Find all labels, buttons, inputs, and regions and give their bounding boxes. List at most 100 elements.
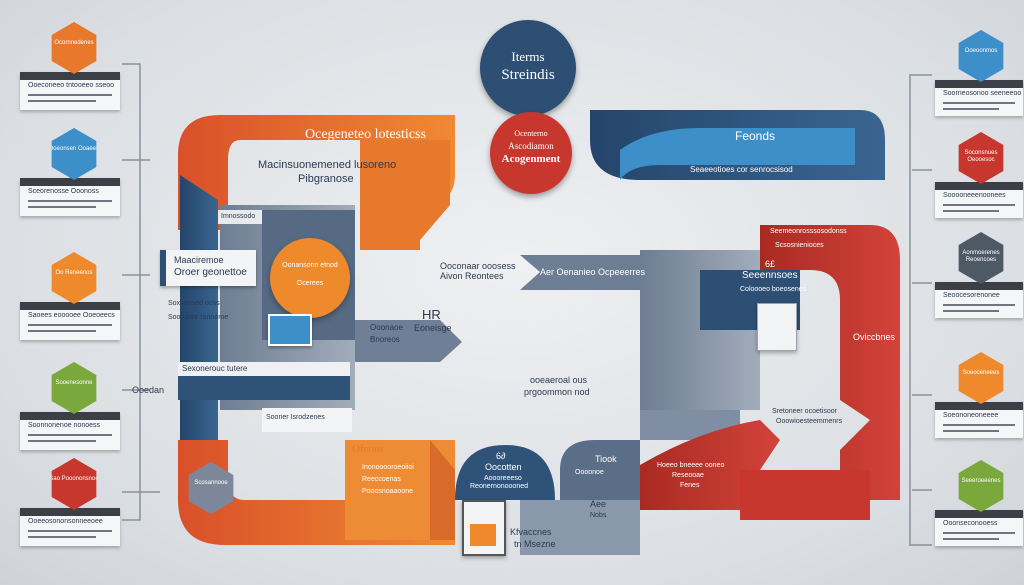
left-hex-card-0: Ooeconeeo tntooeeo sseoo [20,72,120,110]
bottom-gray-pill [560,440,640,500]
bottom-circle-line2: Aoooreeeso [484,475,522,482]
left-hex-card-2: Saoees eooooee Ooeoeecs [20,302,120,340]
lower-center-line2: prgoommon nod [524,387,590,397]
card-label: Ooonseconooess [943,520,998,527]
center-circle-line1: Iterms [511,49,545,64]
hr-arrow [355,320,462,362]
bottom-circle-line1: Oocotten [485,462,522,472]
hex-label: Sao Pooononsnoe [49,476,99,482]
lower-left-line1: Inonooooroeoiioi [362,464,414,471]
doc-icon-left [268,314,312,346]
left-connector-lines [122,63,160,521]
hex-label: Ocornnedenes [54,40,94,46]
lower-left-title: Ofeons [352,443,384,455]
bottom-right-orange-line3: Fenes [680,482,700,489]
middle-text-line1: Ooconaar ooosess [440,261,516,271]
hr-line3: Eoneisge [414,323,452,333]
card-line [28,324,112,326]
right-hex-card-4: Ooonseconooess [935,510,1023,546]
card-bar [20,72,120,80]
left-hex-card-3: Soonnonenoe nonoess [20,412,120,450]
card-line [28,536,96,538]
card-line [943,430,999,432]
left-small-2: Soodannr rannoroe [168,314,229,321]
left-small-1: Soxirecned ooss [168,300,220,307]
left-hex-card-1: Sceorenosse Ooonoss [20,178,120,216]
card-line [28,206,96,208]
left-navy-band [178,375,350,400]
bottom-right-small-line1: Aee [590,499,607,509]
right-hex-card-3: Soeononeoneeee [935,402,1023,438]
left-stripe-1-label: Sexonerouc tutere [182,364,248,373]
bottom-doc-line2: tn Msezne [514,539,556,549]
card-line [943,310,999,312]
bottom-circle-num: 6∂ [496,451,506,461]
card-line [28,434,112,436]
left-box: Maaciremoe Oroer geonettoe [160,250,256,286]
card-label: Soonnonenoe nonoess [28,422,101,429]
card-label: Sceorenosse Ooonoss [28,188,99,195]
card-bar [935,282,1023,290]
left-side-label: Ooedan [132,385,165,395]
bottom-right-orange-line1: Hoeeo bneeee ooneo [657,462,725,469]
card-bar [935,402,1023,410]
center-circle-line2: Streindis [501,67,555,83]
hex-label: Sooenesonne [55,380,93,386]
lower-right-red-line1: Sretoneer ocoetisoor [772,408,837,415]
card-bar [20,178,120,186]
left-box-line2: Oroer geonettoe [174,267,247,278]
lower-right-red-line2: Ooowioesteemmenrs [776,418,843,425]
right-connector-lines [909,74,932,546]
bottom-circle-line3: Reonernonoooned [470,483,528,490]
right-hex-card-2: Seoocesorenonee [935,282,1023,318]
orange-vertical-flow [360,140,450,250]
hex-label: Aonmoerenes Reoencoes [962,250,1000,263]
orange-circle: Oonansonn etnod Ocerees [270,238,350,318]
left-tab-label: Imnossodo [221,213,256,220]
hr-title: HR [422,307,441,322]
left-box-line1: Maaciremoe [174,255,224,265]
red-circle-line3: Acogenment [501,153,561,165]
left-stripe-2: Sooner Isrodzenes [262,408,352,432]
hex-label: Ooeonsen Ooaeee [48,146,100,152]
top-left-heading-line2: Pibgranose [298,173,354,185]
right-arrow-label: Aer Oenanieo Ocpeeerres [540,267,646,277]
right-doc-icon [757,303,797,351]
left-stripe-2-label: Sooner Isrodzenes [266,414,325,421]
red-circle-line1: Ocenterno [514,129,548,138]
middle-text-line2: Aivon Reontees [440,271,504,281]
right-red-label: Oviccbnes [853,332,896,342]
blue-banner-sub: Seaeeotioes cor senrocsisod [690,165,793,174]
lower-center-line1: ooeaeroal ous [530,375,588,385]
right-gray-arrow [520,255,640,290]
card-bar [20,508,120,516]
center-circle: Iterms Streindis [480,20,576,116]
card-line [28,100,96,102]
card-line [943,102,1015,104]
right-box-line1: Seeennsoes [742,270,798,281]
hr-line1: Ooonaoe [370,323,403,332]
right-stripe-1: Seemeonrosssosodonss [770,228,847,235]
bottom-pill-line2: Oooonoe [575,469,604,476]
left-hex-1: Ooeonsen Ooaeee [48,128,100,180]
left-stripe-1: Sexonerouc tutere [178,362,350,376]
card-label: Seoocesorenonee [943,292,1000,299]
bottom-doc-icon [462,500,506,556]
lower-left-line3: Pooosnoaaoone [362,488,413,495]
left-tab: Imnossodo [218,210,262,224]
bottom-right-small-line2: Nobs [590,512,607,519]
card-line [943,304,1015,306]
card-bar [20,302,120,310]
card-line [943,108,999,110]
right-stripe-2: Scsosnienioces [775,242,824,249]
left-navy-column [180,175,218,445]
orange-circle-line2: Ocerees [296,280,324,287]
card-bar [20,412,120,420]
right-box-line2: Coloooeo boeosenes [740,286,807,293]
hex-label: Soconsnues Oeooesoc [964,150,998,163]
red-circle-line2: Ascodiamon [508,141,554,151]
right-hex-card-1: Sooooneeenoonees [935,182,1023,218]
card-label: Ooeeosononsonneeoee [28,518,103,525]
